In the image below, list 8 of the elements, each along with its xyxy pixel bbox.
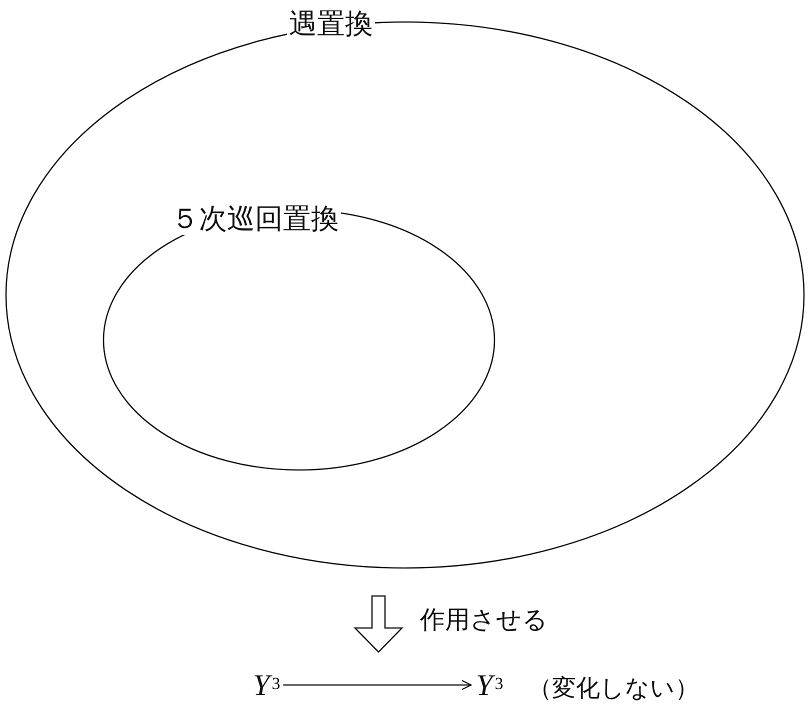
set-label: 遇置換 (287, 8, 375, 40)
annotation-text: （変化しない） (528, 673, 699, 703)
math-expression: Y$^{3}$ (253, 669, 280, 703)
math-expression: Y$^{3}$ (476, 669, 504, 703)
set-ellipse (103, 203, 496, 471)
action-label: 作用させる (419, 604, 549, 636)
set-ellipse (5, 8, 805, 570)
arrow (283, 680, 472, 690)
